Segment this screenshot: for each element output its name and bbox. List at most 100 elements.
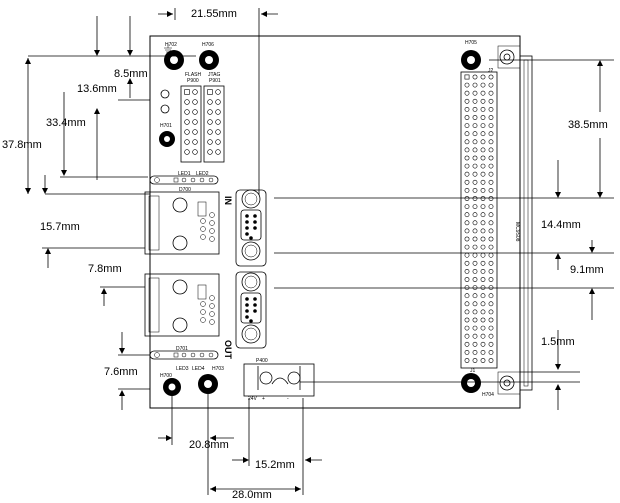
pin	[464, 82, 470, 88]
pin	[472, 277, 478, 282]
pin	[480, 90, 486, 96]
pin	[472, 90, 478, 96]
label-led1: LED1	[178, 171, 191, 177]
pin	[480, 171, 486, 177]
label-j2: J2	[488, 68, 494, 74]
pin	[464, 325, 470, 331]
label-h702: H702	[165, 42, 177, 48]
pin	[488, 277, 494, 282]
pin	[472, 107, 478, 112]
pin	[488, 268, 494, 274]
dim-bottom-a: 20.8mm	[189, 439, 229, 451]
pin	[184, 99, 190, 105]
pin	[215, 119, 221, 125]
pin	[480, 325, 486, 331]
pin	[480, 98, 486, 104]
label-plus: +	[262, 396, 265, 402]
pin	[488, 82, 494, 88]
pin	[472, 341, 478, 347]
pin	[215, 129, 221, 135]
dim-right-bottom: 1.5mm	[541, 336, 575, 348]
pin	[184, 129, 190, 135]
dim-rj45-lower: 7.8mm	[88, 263, 122, 275]
pin	[464, 277, 470, 282]
pin	[464, 90, 470, 96]
dim-right-top: 38.5mm	[568, 119, 608, 131]
pin	[488, 325, 494, 331]
label-j1: J1	[470, 368, 476, 374]
pin	[472, 204, 478, 209]
pin	[472, 187, 478, 193]
pin	[472, 236, 478, 242]
label-h700: H700	[160, 373, 172, 379]
pin	[488, 260, 494, 266]
pin	[215, 149, 221, 155]
pin	[464, 268, 470, 274]
label-h706: H706	[202, 42, 214, 48]
rj45-upper	[144, 191, 220, 255]
pin	[464, 171, 470, 177]
pin	[464, 293, 470, 299]
pin	[464, 228, 470, 234]
dim-rj45-upper: 15.7mm	[40, 221, 80, 233]
label-d701: D701	[176, 346, 188, 352]
pin	[464, 317, 470, 323]
pin	[207, 109, 213, 115]
pin	[464, 187, 470, 193]
label-minus: -	[287, 396, 289, 402]
pin	[192, 89, 198, 95]
pin	[488, 341, 494, 347]
pin	[488, 123, 494, 128]
dim-right-mid-b: 9.1mm	[570, 264, 604, 276]
label-p901: P901	[209, 78, 221, 84]
pin	[464, 163, 470, 169]
dimension-lines	[25, 8, 614, 495]
pin	[472, 163, 478, 169]
pin	[480, 204, 486, 209]
pin	[480, 220, 486, 226]
pin	[488, 179, 494, 185]
pin	[472, 123, 478, 128]
pin	[215, 89, 221, 95]
pin	[480, 293, 486, 299]
pin	[488, 107, 494, 112]
flash-header	[180, 85, 202, 163]
label-led3: LED3	[176, 366, 189, 372]
header-pins	[184, 89, 221, 155]
pin	[472, 333, 478, 339]
pin	[480, 179, 486, 185]
pin	[464, 358, 470, 363]
pin	[472, 220, 478, 226]
pin	[184, 119, 190, 125]
pin	[480, 333, 486, 339]
pin	[488, 74, 494, 80]
pin	[207, 89, 213, 95]
pin	[480, 268, 486, 274]
pin	[480, 107, 486, 112]
dim-right-mid-a: 14.4mm	[541, 219, 581, 231]
pin	[488, 147, 494, 153]
pin	[472, 301, 478, 307]
pin	[488, 155, 494, 161]
dim-bottom-b: 15.2mm	[255, 459, 295, 471]
pin	[472, 179, 478, 185]
pin	[472, 349, 478, 355]
pin	[192, 139, 198, 145]
pin	[480, 349, 486, 355]
pin	[192, 149, 198, 155]
pin	[472, 131, 478, 137]
pin	[464, 244, 470, 250]
pin	[192, 109, 198, 115]
pin	[472, 171, 478, 177]
pin	[472, 147, 478, 153]
pin	[488, 98, 494, 104]
pin	[488, 317, 494, 323]
pin	[207, 139, 213, 145]
pin	[472, 228, 478, 234]
pin	[480, 228, 486, 234]
pin	[472, 293, 478, 299]
pin	[472, 325, 478, 331]
pin	[480, 74, 486, 80]
pin	[480, 317, 486, 323]
pin	[192, 99, 198, 105]
